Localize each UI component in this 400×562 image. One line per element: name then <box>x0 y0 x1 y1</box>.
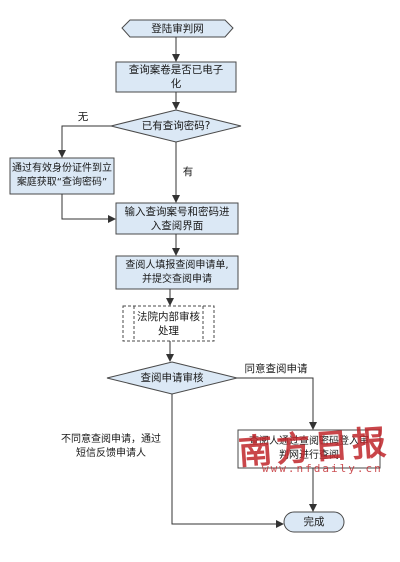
edge-approve <box>237 377 317 430</box>
approve-action-label: 查阅人通过查阅密码登入审 判网进行查阅 <box>249 436 369 461</box>
has-password-label: 已有查询密码? <box>141 120 211 132</box>
check-electronic-box <box>115 61 237 93</box>
done-terminal <box>283 511 345 533</box>
done-label: 完成 <box>303 516 325 528</box>
court-review-box <box>122 305 215 342</box>
approve-action-box <box>237 429 381 469</box>
obtain-password-label: 通过有效身份证件到立 案庭获取“查询密码” <box>12 163 112 188</box>
edge-obtain-enter <box>61 194 116 223</box>
court-review-label: 法院内部审核 处理 <box>137 310 200 337</box>
fill-form-label: 查阅人填报查阅申请单, 并提交查阅申请 <box>125 259 229 285</box>
enter-case-box <box>115 202 239 235</box>
edge-label-approve: 同意查阅申请 <box>244 363 308 375</box>
edge-no <box>58 125 111 158</box>
reject-box <box>57 430 165 464</box>
fill-form-box <box>115 255 239 290</box>
login-terminal-shape <box>121 19 234 38</box>
edge-reject <box>171 394 284 528</box>
enter-case-label: 输入查询案号和密码进 入查阅界面 <box>124 205 230 232</box>
review-decision-label: 查阅申请审核 <box>140 372 204 384</box>
edge-label-yes: 有 <box>182 166 194 178</box>
watermark-url: www.nfdaily.cn <box>262 462 383 475</box>
edge-label-no: 无 <box>77 111 89 123</box>
reject-label: 不同意查阅申请，通过 短信反馈申请人 <box>61 434 161 459</box>
check-electronic-label: 查询案卷是否已电子 化 <box>128 64 224 90</box>
login-label: 登陆审判网 <box>151 22 204 35</box>
